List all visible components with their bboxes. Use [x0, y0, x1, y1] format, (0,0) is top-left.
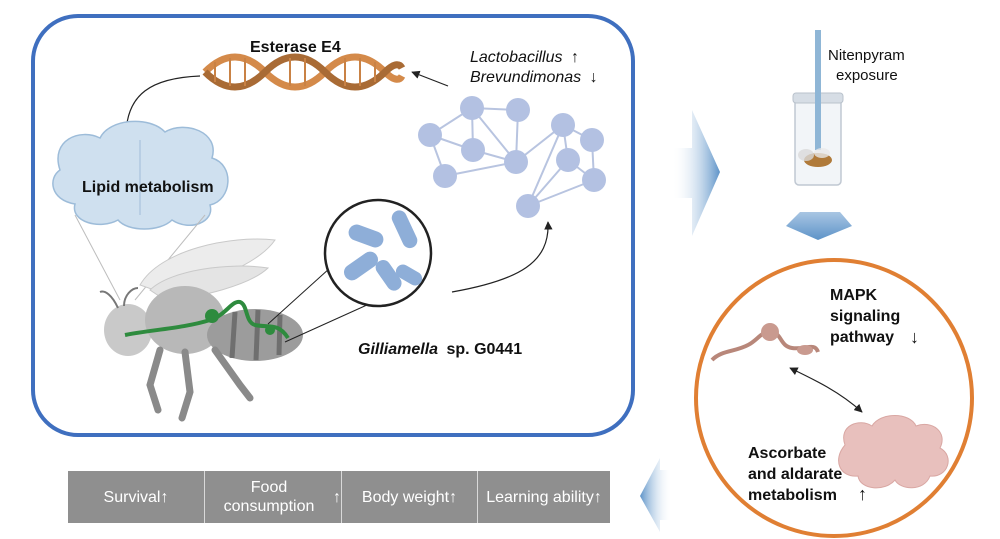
gut-icon: [710, 323, 820, 362]
gene-label: Esterase E4: [250, 39, 341, 56]
exposure-label-line2: exposure: [836, 67, 898, 84]
bacteria-magnifier-icon: [323, 198, 433, 308]
pathway-label: MAPK signaling pathway: [830, 287, 905, 346]
flow-arrow-down: [786, 212, 852, 240]
outcome-learning-ability: Learning ability↑: [478, 471, 610, 523]
fat-body-icon: [52, 120, 229, 230]
outcome-survival: Survival↑: [68, 471, 205, 523]
pathway-arrow: ↓: [910, 327, 919, 347]
flow-arrow-left: [640, 458, 672, 532]
metabolism-label: Ascorbate and aldarate metabolism: [748, 445, 847, 504]
lipid-label: Lipid metabolism: [82, 179, 214, 196]
left-panel-frame: [31, 14, 635, 437]
bacterium-label: Gilliamella sp. G0441: [358, 341, 522, 358]
gut-brain-double-arrow: [789, 367, 863, 413]
mechanism-circle-frame: [694, 258, 974, 538]
brain-icon: [838, 415, 949, 489]
taxon-lactobacillus: Lactobacillus ↑: [470, 49, 579, 66]
bacteria-to-network-arrow: [451, 221, 553, 293]
bacterium-genus: Gilliamella: [358, 341, 438, 358]
taxon-brevundimonas: Brevundimonas ↓: [470, 69, 598, 86]
network-to-gene-arrow: [411, 70, 449, 87]
metabolism-arrow: ↑: [858, 484, 867, 504]
exposure-vial-icon: [792, 30, 844, 186]
outcome-food-consumption: Food consumption↑: [205, 471, 342, 523]
microbial-network-icon: [418, 96, 606, 218]
exposure-label-line1: Nitenpyram: [828, 47, 905, 64]
bacterium-strain: sp. G0441: [447, 341, 523, 358]
gene-to-lipid-arrow: [122, 75, 201, 133]
dna-helix-icon: [202, 53, 406, 91]
honeybee-icon: [99, 238, 303, 422]
zoom-lines: [267, 267, 379, 343]
flow-arrow-right: [672, 110, 720, 236]
outcome-body-weight: Body weight↑: [342, 471, 478, 523]
